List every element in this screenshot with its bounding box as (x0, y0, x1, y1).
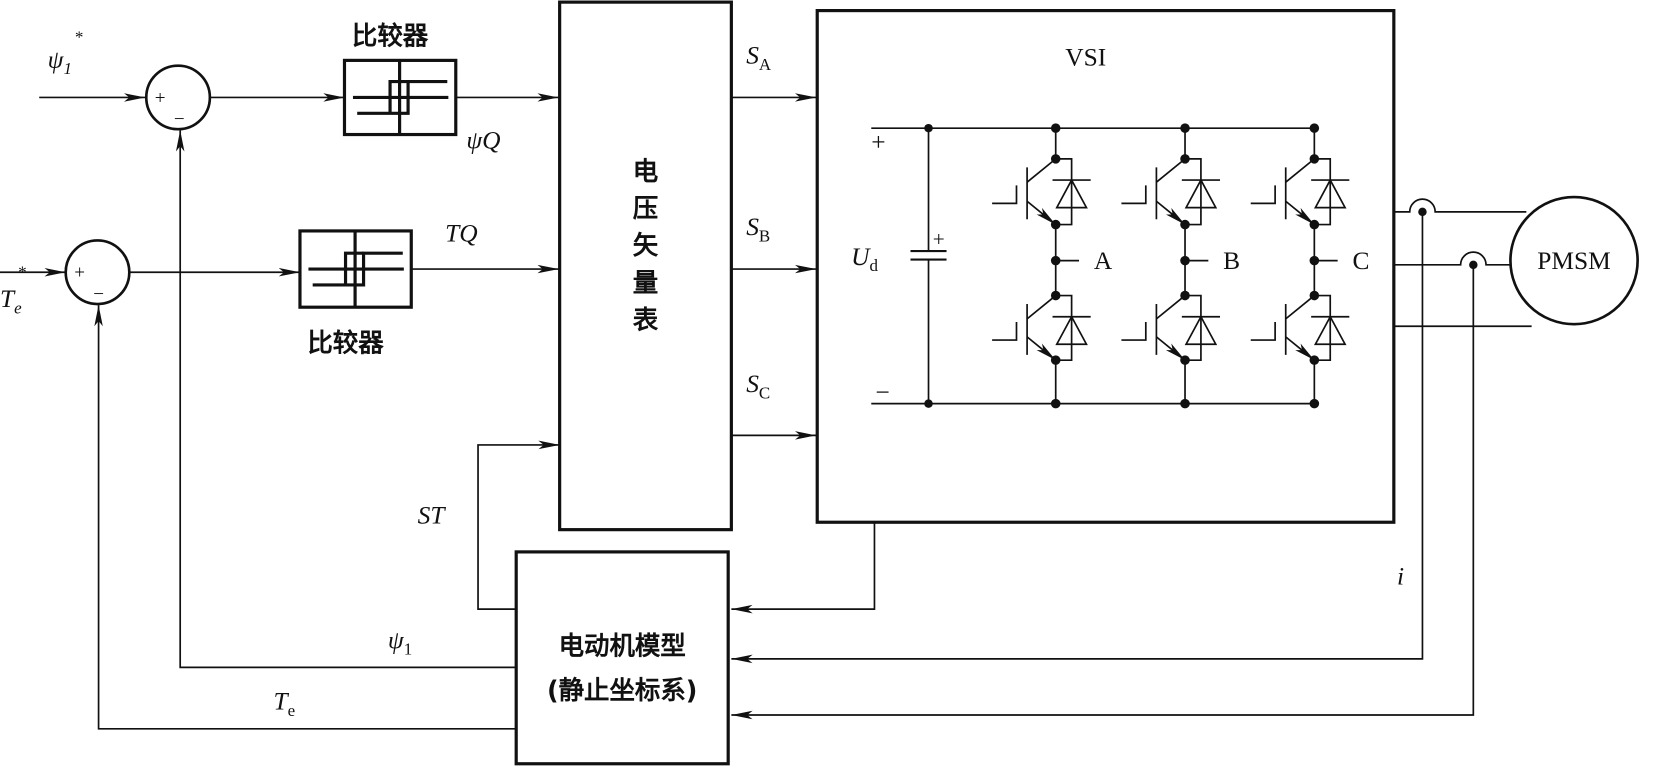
torque-feedback: Te (94, 305, 517, 730)
svg-text:+: + (74, 263, 85, 284)
dc-voltage-label: Ud (851, 242, 878, 275)
current-sensor-lines: i (731, 207, 1478, 720)
switch-signal-sb: SB (731, 212, 817, 274)
sector-feedback: ST (418, 440, 560, 610)
hysteresis-icon (351, 58, 450, 137)
flux-feedback: ψ1 (175, 130, 517, 669)
diode-icon (1181, 158, 1221, 226)
phase-label: A (1094, 246, 1113, 275)
diode-icon (1052, 158, 1091, 226)
svg-text:−: − (93, 284, 104, 305)
current-label: i (1397, 562, 1404, 591)
inverter-leg-b: B (1121, 123, 1240, 409)
inverter-leg-c: C (1250, 123, 1369, 409)
switch-signal-sa: SA (731, 41, 817, 102)
vsi-title: VSI (1065, 43, 1106, 72)
diode-icon (1052, 294, 1091, 362)
dc-minus: − (876, 377, 890, 406)
igbt-switch-icon (1121, 294, 1186, 361)
svg-text:ψ1: ψ1 (388, 625, 412, 658)
dc-voltage-feedback-line (731, 522, 876, 614)
igbt-switch-icon (992, 158, 1057, 226)
flux-comparator-output-label: ψQ (466, 125, 500, 154)
phase-label: B (1223, 246, 1240, 275)
svg-text:Te*: Te* (0, 263, 26, 318)
svg-text:SA: SA (746, 41, 772, 74)
motor-phase-lines (1393, 198, 1532, 328)
svg-text:电动机模型: 电动机模型 (559, 631, 686, 661)
flux-reference-label: ψ1* (48, 27, 83, 78)
motor-model-block: 电动机模型 (静止坐标系) (514, 550, 730, 766)
svg-text:Te: Te (273, 687, 295, 720)
switch-signal-sc: SC (731, 369, 817, 440)
inverter-leg-a: A (992, 123, 1113, 409)
diode-icon (1311, 158, 1350, 226)
dc-plus: + (871, 127, 885, 156)
svg-text:ST: ST (418, 500, 447, 529)
svg-text:SB: SB (746, 212, 770, 245)
torque-comparator-title: 比较器 (307, 328, 384, 358)
svg-text:−: − (174, 109, 185, 130)
vsi-block: VSI + − Ud + A B C (815, 9, 1396, 524)
torque-summing-junction: + − (64, 239, 131, 306)
dc-link-capacitor: + (910, 123, 947, 408)
diode-icon (1181, 294, 1221, 362)
igbt-switch-icon (1250, 158, 1315, 226)
igbt-switch-icon (1121, 158, 1186, 226)
flux-comparator-title: 比较器 (352, 20, 429, 50)
svg-text:矢: 矢 (633, 230, 659, 260)
svg-text:SC: SC (746, 369, 770, 402)
svg-text:压: 压 (633, 193, 658, 223)
diode-icon (1311, 294, 1350, 362)
svg-text:PMSM: PMSM (1537, 246, 1611, 275)
voltage-vector-table: 电 压 矢 量 表 (558, 0, 733, 532)
svg-text:+: + (933, 227, 945, 251)
svg-text:量: 量 (633, 267, 658, 297)
igbt-switch-icon (1250, 294, 1315, 361)
igbt-switch-icon (992, 294, 1057, 361)
torque-reference-label: Te* (0, 263, 26, 318)
pmsm-motor: PMSM (1509, 195, 1639, 326)
svg-text:(静止坐标系): (静止坐标系) (547, 675, 697, 705)
svg-text:表: 表 (633, 304, 659, 334)
svg-text:ψ1*: ψ1* (48, 27, 83, 78)
phase-label: C (1352, 246, 1369, 275)
svg-text:电: 电 (633, 156, 658, 186)
flux-hysteresis-comparator (342, 58, 458, 137)
torque-comparator-output-label: TQ (445, 219, 478, 248)
hysteresis-icon (306, 230, 406, 308)
torque-hysteresis-comparator (298, 229, 413, 309)
flux-summing-junction: + − (144, 64, 212, 131)
svg-text:+: + (155, 88, 166, 109)
